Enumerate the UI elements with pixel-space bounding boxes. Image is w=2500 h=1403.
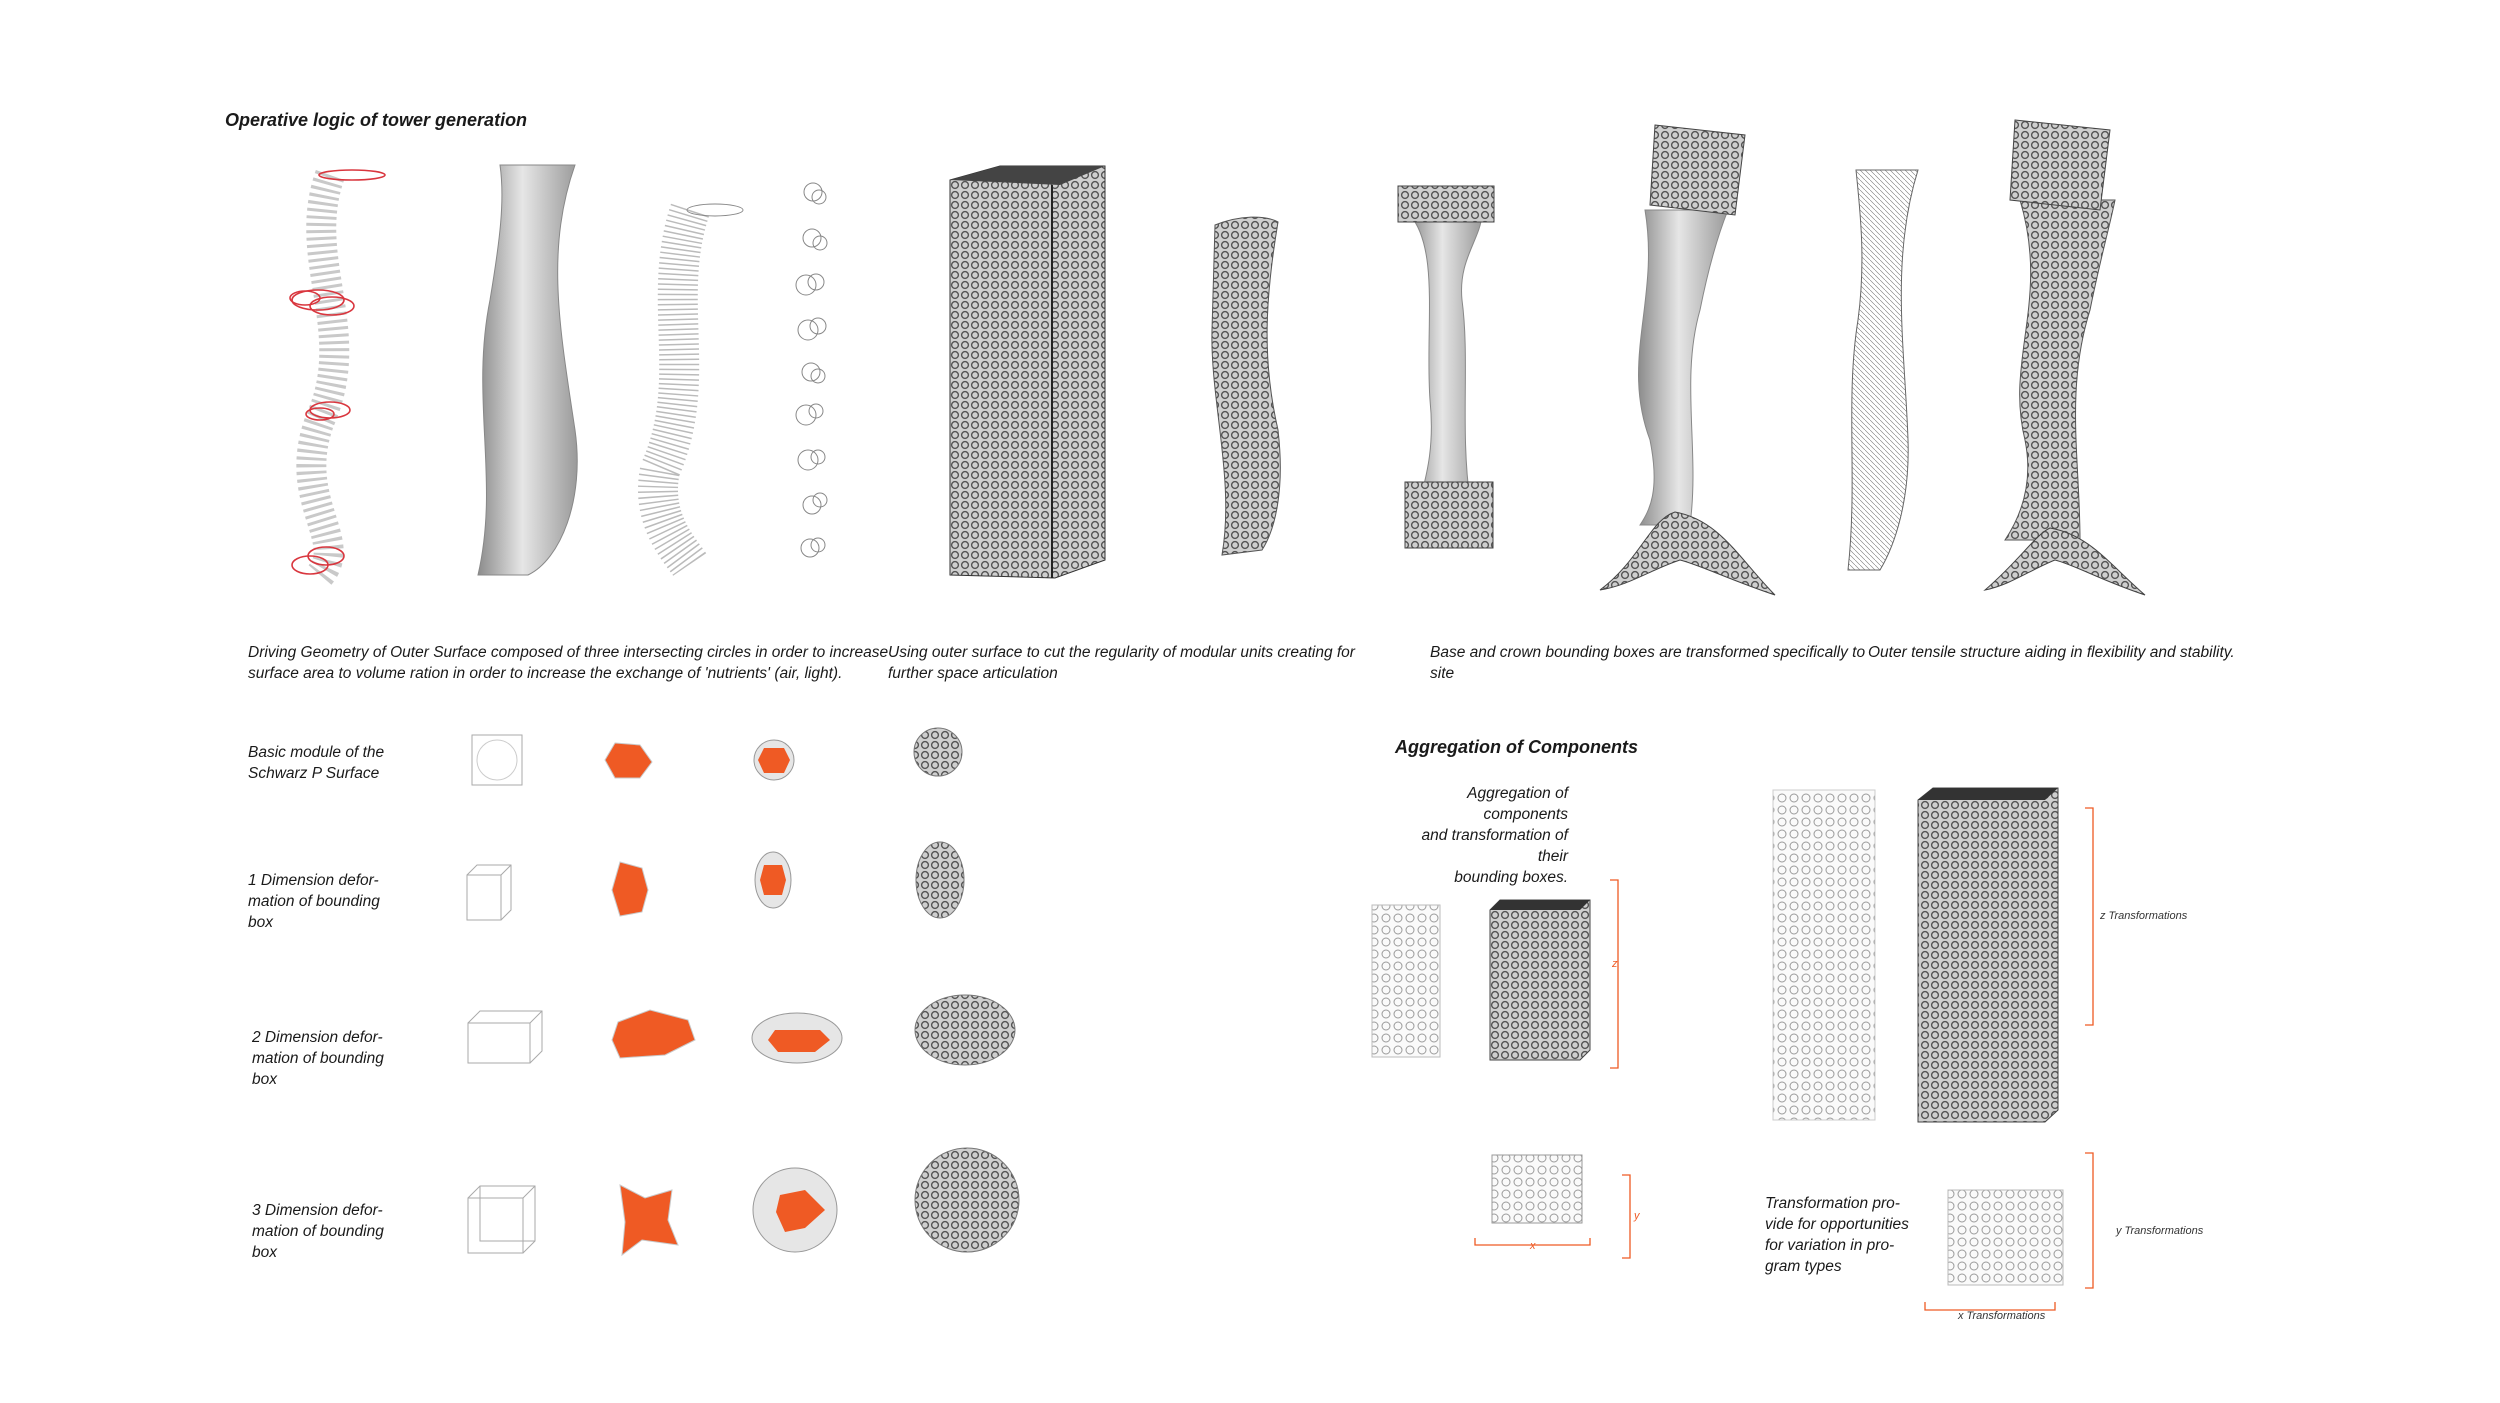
x-bracket-large (1924, 1302, 2056, 1311)
cluster-3d (914, 1147, 1020, 1253)
caption-base-crown: Base and crown bounding boxes are transf… (1430, 644, 1866, 682)
stacked-rings-figure (638, 203, 744, 577)
cluster-1d (915, 841, 965, 919)
axis-y-label: y (1634, 1210, 1640, 1222)
aggregate-tall-block (1917, 787, 2059, 1123)
axis-x-label: x (1530, 1240, 1536, 1252)
caption-driving-geometry: Driving Geometry of Outer Surface compos… (248, 644, 889, 682)
tensile-mesh-figure (1847, 169, 1919, 571)
orange-3d (619, 1184, 679, 1257)
orange-basic (604, 742, 653, 779)
driving-geometry-figure (289, 169, 386, 585)
circle-sequence-figure (795, 182, 828, 558)
axis-z-label: z (1612, 958, 1618, 970)
orange-1d (611, 861, 649, 917)
box-3d (467, 1185, 536, 1254)
cut-tower-figure (1211, 216, 1281, 556)
box-1d (466, 864, 512, 921)
y-bracket-large (2085, 1152, 2094, 1289)
tower-sequence (289, 119, 2146, 596)
modular-block-figure (949, 165, 1106, 579)
z-transformations-label: z Transformations (2100, 910, 2188, 922)
transformation-note: Transformation pro-vide for opportunitie… (1765, 1195, 1909, 1275)
y-transformations-label: y Transformations (2116, 1225, 2204, 1237)
crown-base-tower-figure (1599, 124, 1776, 596)
x-transformations-label: x Transformations (1958, 1310, 2046, 1322)
z-bracket-large (2085, 807, 2094, 1026)
aggregation-title: Aggregation of Components (1395, 737, 1638, 757)
box-2d (467, 1010, 543, 1064)
orange-2d (611, 1009, 696, 1059)
final-tower-figure (1983, 119, 2146, 596)
base-crown-figure (1397, 185, 1495, 549)
aggregate-xy-large (1947, 1189, 2064, 1286)
y-bracket-small (1622, 1174, 1631, 1259)
caption-outer-surface: Using outer surface to cut the regularit… (888, 644, 1355, 682)
aggregate-tall-flat (1772, 789, 1876, 1121)
box-basic (471, 734, 523, 786)
aggregate-block (1489, 899, 1591, 1061)
outer-surface-figure (477, 164, 578, 576)
cluster-basic (913, 727, 963, 777)
aggregate-xy-grid (1491, 1154, 1583, 1224)
page-title: Operative logic of tower generation (225, 110, 528, 130)
z-bracket-small (1610, 879, 1619, 1069)
caption-tensile: Outer tensile structure aiding in flexib… (1868, 644, 2235, 661)
cluster-2d (914, 994, 1016, 1066)
x-bracket-small (1474, 1238, 1591, 1246)
aggregate-flat (1371, 904, 1441, 1058)
